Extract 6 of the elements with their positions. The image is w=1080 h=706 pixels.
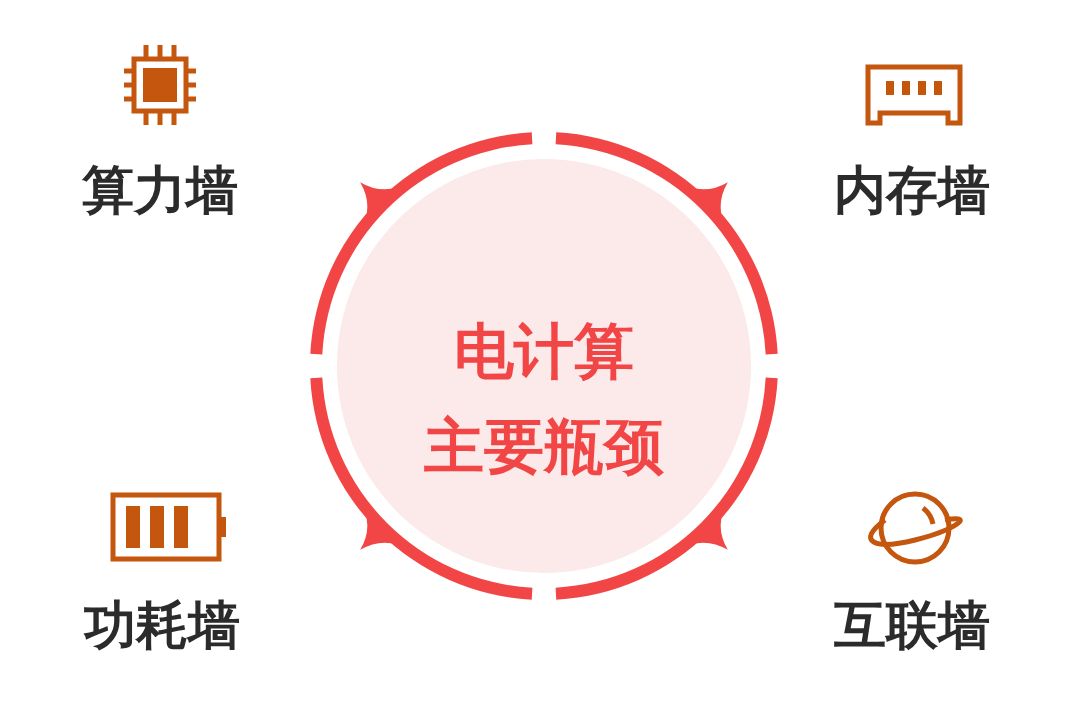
center-title: 电计算 (453, 321, 635, 381)
wall-label: 功耗墙 (84, 599, 240, 651)
wall-label: 算力墙 (82, 164, 238, 216)
wall-label: 内存墙 (834, 164, 990, 216)
center-title: 主要瓶颈 (423, 416, 665, 476)
wall-label: 互联墙 (834, 599, 990, 651)
